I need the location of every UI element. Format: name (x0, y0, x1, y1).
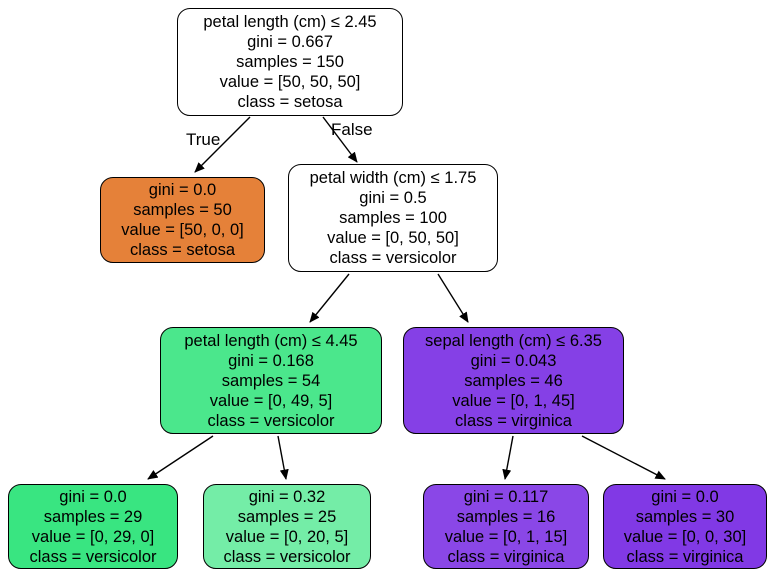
node-gini: gini = 0.168 (228, 351, 314, 370)
tree-node-petal-length-split-2[interactable]: petal length (cm) ≤ 4.45 gini = 0.168 sa… (160, 327, 382, 434)
node-value: value = [0, 20, 5] (225, 527, 349, 546)
node-condition: petal width (cm) ≤ 1.75 (309, 169, 477, 187)
node-class: class = versicolor (329, 249, 457, 267)
node-samples: samples = 150 (236, 53, 344, 71)
node-samples: samples = 30 (635, 507, 735, 526)
node-condition: petal length (cm) ≤ 4.45 (184, 331, 358, 350)
node-samples: samples = 46 (464, 371, 563, 390)
node-value: value = [0, 49, 5] (209, 391, 333, 410)
edge-petal-width-to-petal-length2 (309, 273, 350, 323)
tree-node-leaf-versicolor-pure[interactable]: gini = 0.0 samples = 29 value = [0, 29, … (8, 484, 178, 569)
node-samples: samples = 29 (43, 507, 143, 526)
node-samples: samples = 50 (133, 201, 232, 219)
node-samples: samples = 54 (221, 371, 321, 390)
node-gini: gini = 0.117 (463, 487, 549, 506)
node-gini: gini = 0.667 (247, 33, 333, 51)
edge-sepal-length-to-virginica-mixed (502, 435, 514, 480)
node-condition: sepal length (cm) ≤ 6.35 (425, 331, 602, 350)
node-condition: petal length (cm) ≤ 2.45 (203, 13, 377, 31)
edge-label-true: True (186, 130, 221, 149)
node-samples: samples = 100 (339, 209, 447, 227)
tree-node-leaf-versicolor-mixed[interactable]: gini = 0.32 samples = 25 value = [0, 20,… (203, 484, 371, 569)
edge-petal-length2-to-versicolor-mixed (277, 435, 289, 480)
node-value: value = [0, 50, 50] (327, 229, 459, 247)
node-gini: gini = 0.0 (59, 487, 127, 506)
tree-node-petal-width-split[interactable]: petal width (cm) ≤ 1.75 gini = 0.5 sampl… (288, 164, 498, 272)
node-class: class = virginica (455, 411, 572, 430)
node-samples: samples = 25 (237, 507, 337, 526)
node-value: value = [0, 1, 15] (444, 527, 568, 546)
node-class: class = virginica (447, 547, 565, 566)
edge-sepal-length-to-virginica-pure (581, 435, 666, 480)
node-class: class = setosa (237, 93, 343, 111)
tree-node-sepal-length-split[interactable]: sepal length (cm) ≤ 6.35 gini = 0.043 sa… (403, 327, 624, 434)
node-gini: gini = 0.32 (248, 487, 326, 506)
node-class: class = versicolor (207, 411, 335, 430)
node-gini: gini = 0.043 (470, 351, 557, 370)
node-value: value = [0, 1, 45] (452, 391, 575, 410)
node-value: value = [50, 0, 0] (121, 221, 244, 239)
node-value: value = [0, 29, 0] (31, 527, 155, 546)
node-class: class = versicolor (29, 547, 157, 566)
tree-node-leaf-setosa[interactable]: gini = 0.0 samples = 50 value = [50, 0, … (100, 177, 265, 263)
node-gini: gini = 0.5 (359, 189, 427, 207)
node-gini: gini = 0.0 (148, 181, 217, 199)
node-gini: gini = 0.0 (651, 487, 719, 506)
node-value: value = [50, 50, 50] (219, 73, 361, 91)
tree-node-leaf-virginica-mixed[interactable]: gini = 0.117 samples = 16 value = [0, 1,… (423, 484, 589, 569)
tree-node-root[interactable]: petal length (cm) ≤ 2.45 gini = 0.667 sa… (177, 8, 403, 116)
edge-label-false: False (331, 120, 373, 139)
node-class: class = virginica (626, 547, 744, 566)
tree-node-leaf-virginica-pure[interactable]: gini = 0.0 samples = 30 value = [0, 0, 3… (603, 484, 767, 569)
edge-petal-width-to-sepal-length (437, 273, 469, 323)
edge-petal-length2-to-versicolor-pure (147, 435, 214, 480)
node-class: class = versicolor (223, 547, 351, 566)
node-samples: samples = 16 (456, 507, 556, 526)
node-class: class = setosa (129, 241, 235, 259)
node-value: value = [0, 0, 30] (623, 527, 747, 546)
